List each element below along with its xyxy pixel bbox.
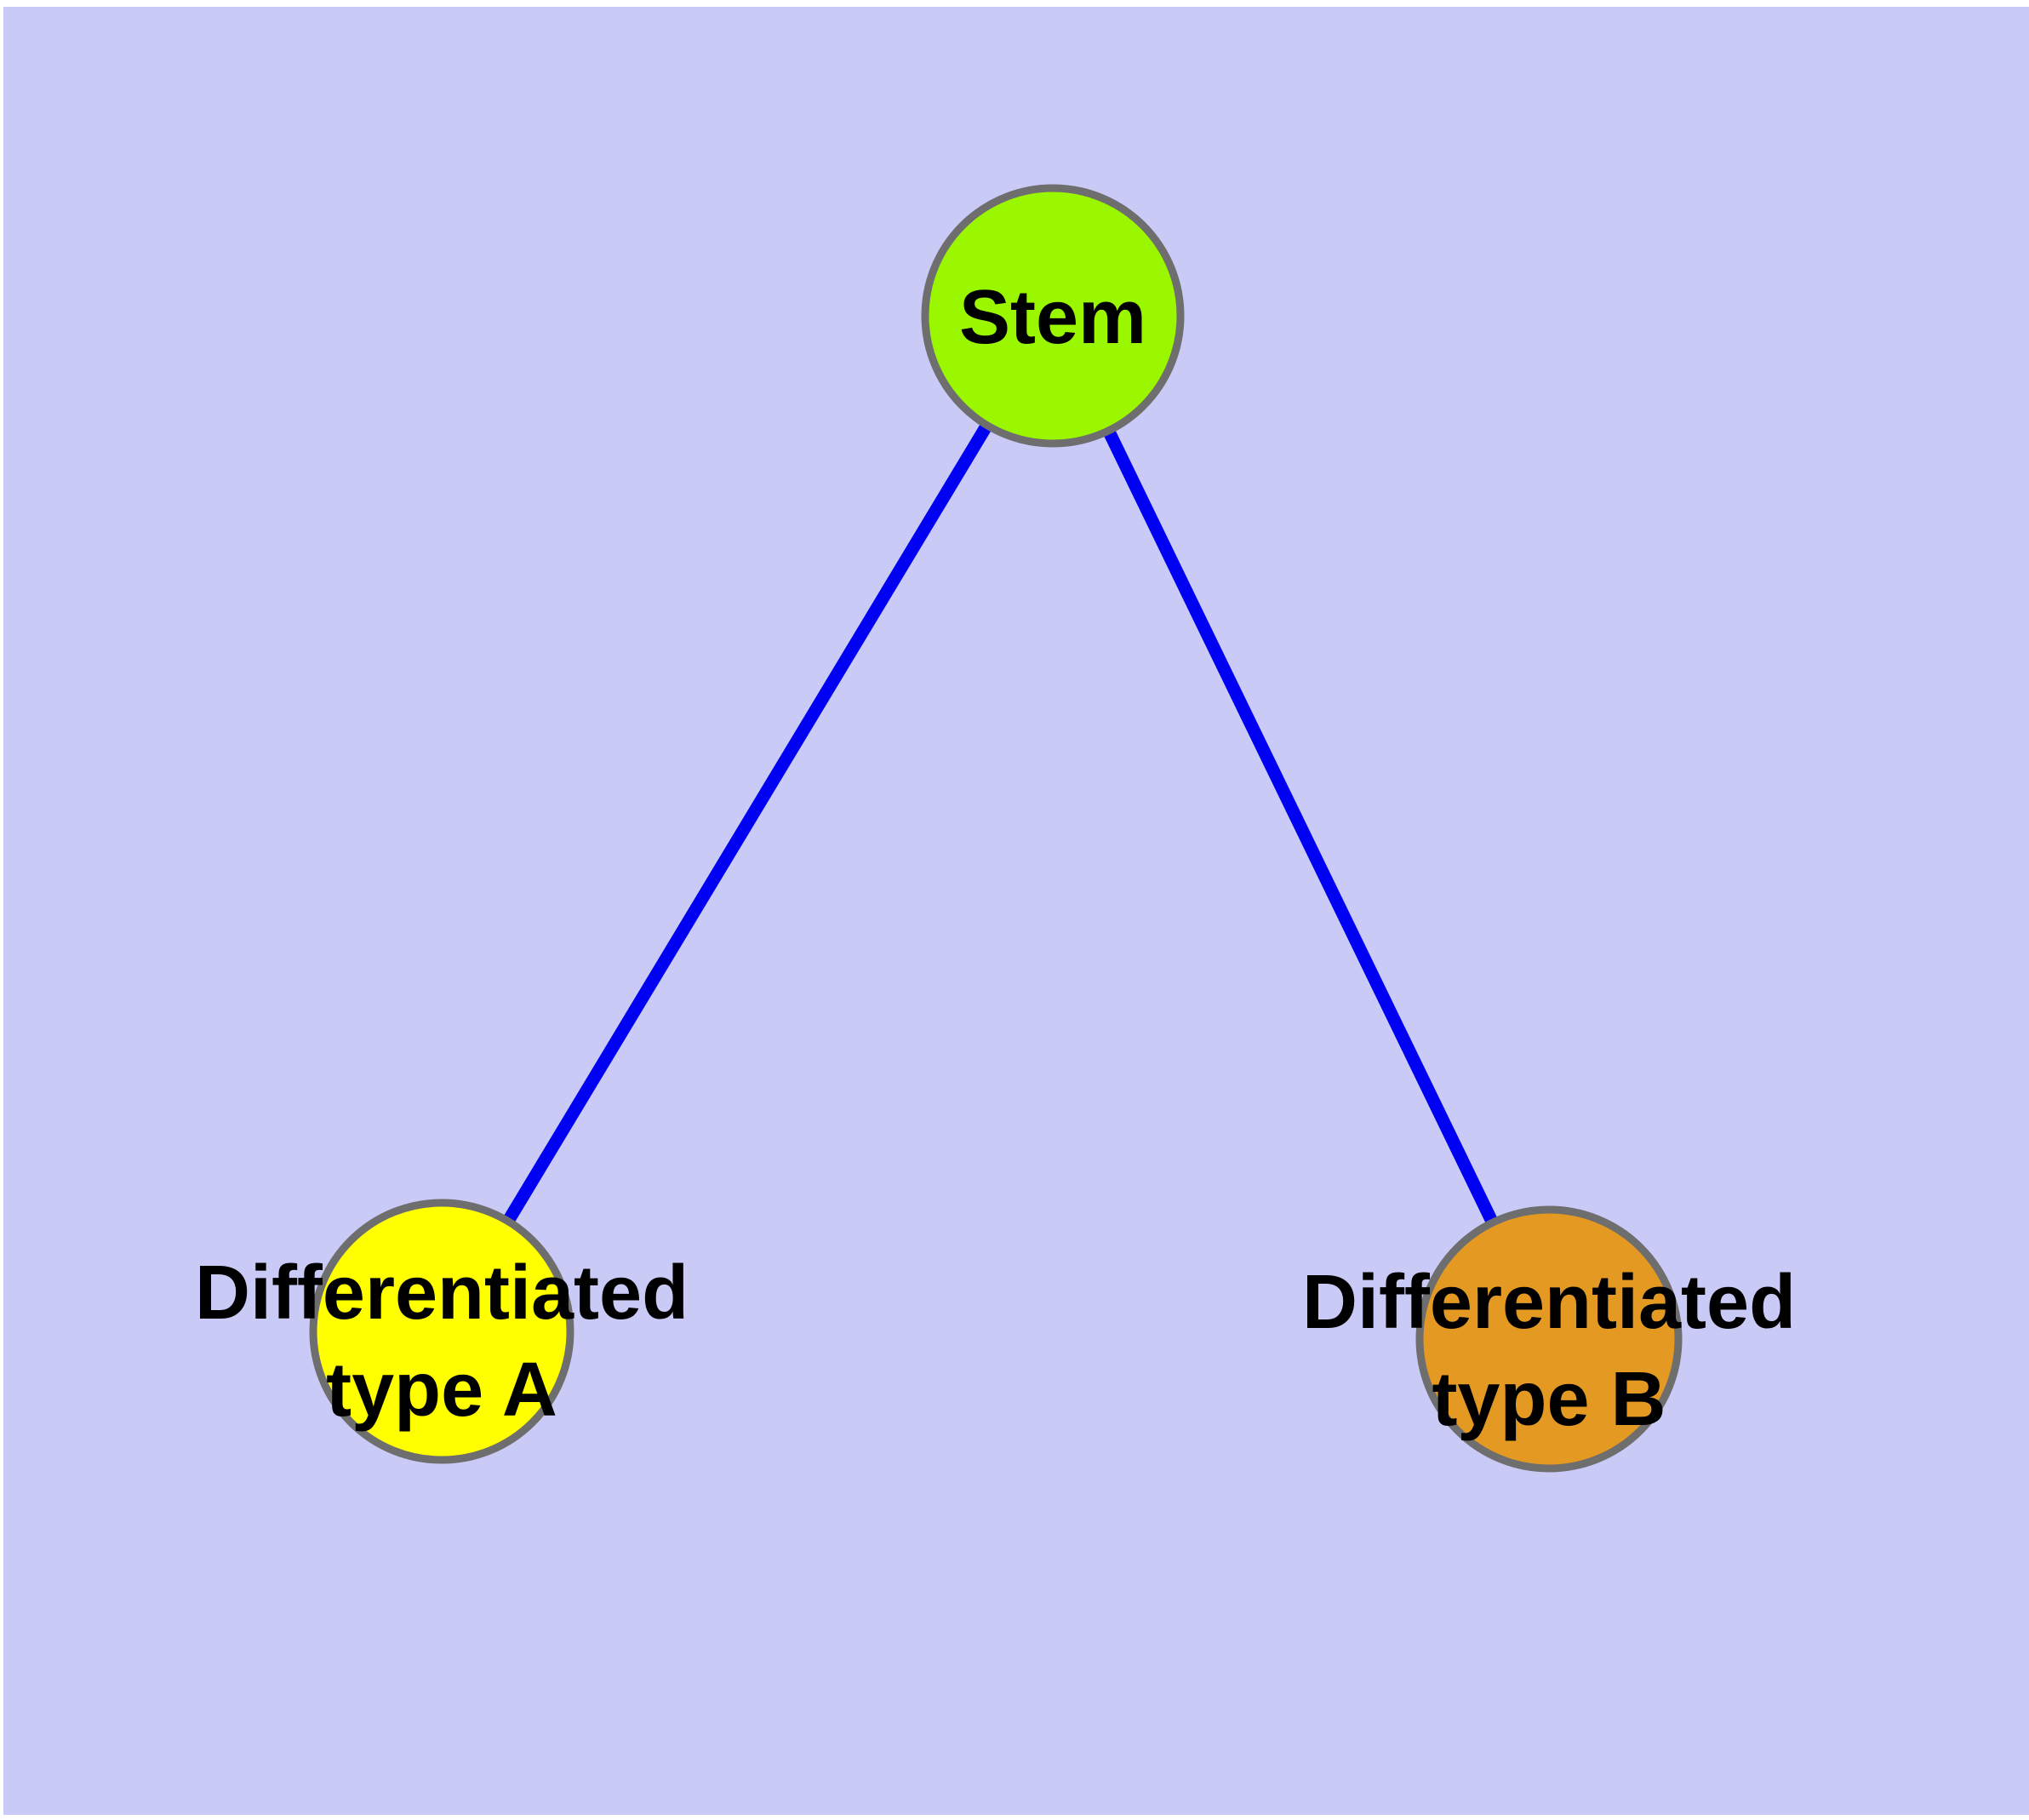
node-type-b: [1415, 1205, 1683, 1473]
nodes-layer: [309, 184, 1683, 1473]
edge-stem-type-b: [1047, 312, 1555, 1342]
node-type-a: [309, 1199, 574, 1464]
edges-layer: [436, 312, 1555, 1342]
edge-stem-type-a: [436, 312, 1059, 1335]
node-stem: [921, 184, 1185, 448]
